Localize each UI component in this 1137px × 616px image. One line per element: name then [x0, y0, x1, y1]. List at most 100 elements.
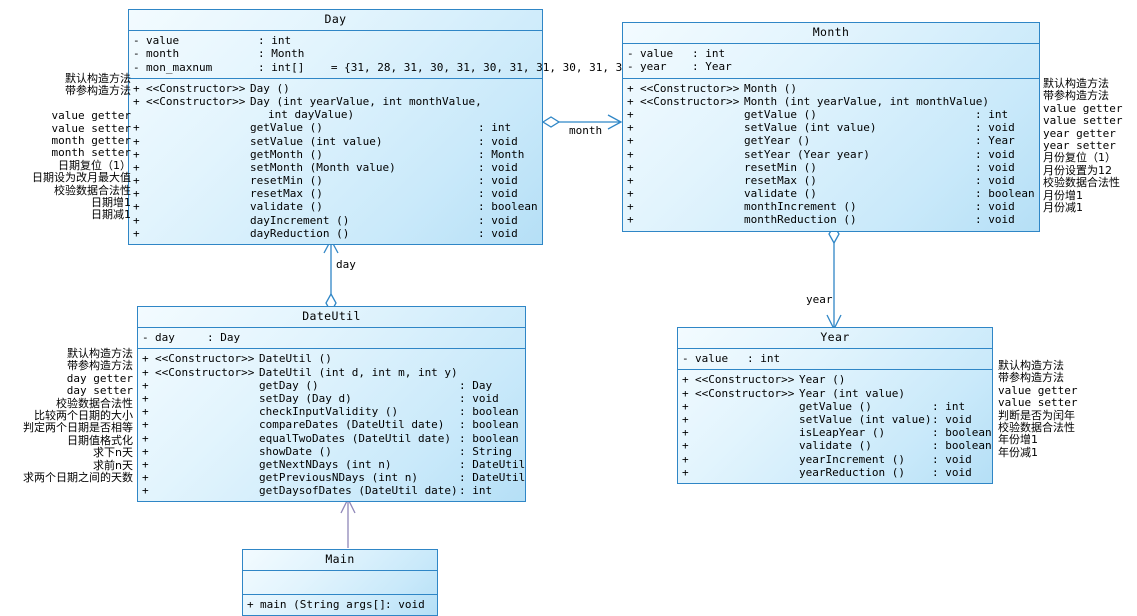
annotation-line: year getter — [1043, 126, 1116, 140]
visibility-marker: + — [133, 147, 140, 161]
class-member-row: +<<Constructor>>Month (int yearValue, in… — [623, 95, 1039, 108]
visibility-marker: + — [133, 226, 140, 240]
member-name: getMonth () — [250, 147, 323, 161]
visibility-marker: + — [133, 160, 140, 174]
class-member-row: +getDaysofDates (DateUtil date): int — [138, 484, 525, 497]
annotation-line: 日期设为改月最大值 — [32, 171, 131, 185]
annotation-line: 校验数据合法性 — [54, 183, 131, 197]
member-name: checkInputValidity () — [259, 405, 399, 419]
annotation-line: 默认构造方法 — [1043, 77, 1109, 90]
annotation-line: 比较两个日期的大小 — [34, 408, 133, 422]
member-name: validate () — [250, 200, 323, 214]
member-name: getYear () — [744, 134, 811, 148]
annotation-line: value getter — [51, 109, 131, 123]
member-name: year — [640, 60, 667, 74]
class-box-month[interactable]: Month -value: int-year: Year +<<Construc… — [622, 22, 1040, 232]
visibility-marker: - — [133, 34, 140, 48]
member-name: mon_maxnum — [146, 60, 213, 74]
member-name: getValue () — [744, 107, 817, 121]
class-box-dateutil[interactable]: DateUtil -day: Day +<<Constructor>>DateU… — [137, 306, 526, 503]
member-name: Day () — [250, 81, 290, 95]
visibility-marker: + — [142, 484, 149, 498]
member-name: setMonth (Month value) — [250, 160, 396, 174]
member-name: getNextNDays (int n) — [259, 457, 392, 471]
member-type: : void — [975, 160, 1015, 174]
member-type: : Year — [975, 134, 1015, 148]
class-box-day[interactable]: Day -value: int-month: Month-mon_maxnum:… — [128, 9, 662, 246]
class-member-row: +<<Constructor>>Year () — [678, 373, 992, 386]
member-type: : Month — [478, 147, 525, 161]
annotation-line: 求前n天 — [93, 458, 133, 472]
member-type: : DateUtil — [459, 471, 526, 485]
visibility-marker: + — [133, 213, 140, 227]
member-type: : int — [975, 107, 1009, 121]
class-operations-day: +<<Constructor>>Day ()+<<Constructor>>Da… — [129, 79, 542, 244]
annotation-line: year setter — [1043, 138, 1116, 152]
class-member-row: +getValue (): int — [129, 121, 542, 134]
member-name: yearIncrement () — [799, 452, 905, 466]
visibility-marker: + — [627, 94, 634, 108]
class-member-row: +dayIncrement (): void — [129, 214, 542, 227]
relation-label-year: year — [806, 293, 833, 306]
annotation-line: 月份增1 — [1043, 188, 1083, 202]
member-type: : void — [932, 412, 972, 426]
class-member-row: +getDay (): Day — [138, 379, 525, 392]
stereotype-label: <<Constructor>> — [695, 373, 795, 387]
visibility-marker: + — [142, 418, 149, 432]
class-member-row: +isLeapYear (): boolean — [678, 426, 992, 439]
class-member-row: +<<Constructor>>Day () — [129, 82, 542, 95]
annotation-line: day getter — [66, 371, 133, 385]
class-box-main[interactable]: Main +main (String args[]): void — [242, 549, 438, 616]
class-member-row: +setValue (int value): void — [623, 121, 1039, 134]
stereotype-label: <<Constructor>> — [640, 81, 740, 95]
stereotype-label: <<Constructor>> — [146, 94, 246, 108]
member-name: resetMin () — [744, 160, 817, 174]
member-type: : void — [478, 134, 518, 148]
relation-dateutil-day — [323, 238, 339, 314]
visibility-marker: + — [133, 174, 140, 188]
member-name: DateUtil (int d, int m, int y) — [259, 365, 458, 379]
visibility-marker: + — [133, 187, 140, 201]
class-member-row: +getYear (): Year — [623, 134, 1039, 147]
member-name: resetMin () — [250, 174, 323, 188]
member-type: : int — [692, 47, 726, 61]
member-name: setValue (int value) — [799, 412, 932, 426]
member-type: : void — [932, 465, 972, 479]
visibility-marker: - — [133, 47, 140, 61]
class-box-year[interactable]: Year -value: int +<<Constructor>>Year ()… — [677, 327, 993, 484]
member-type: : int — [459, 484, 493, 498]
annotation-line: 带参构造方法 — [65, 84, 131, 98]
visibility-marker: - — [142, 331, 149, 345]
visibility-marker: + — [133, 94, 140, 108]
member-name: dayReduction () — [250, 226, 350, 240]
class-member-row: +validate (): boolean — [129, 200, 542, 213]
member-name: compareDates (DateUtil date) — [259, 418, 445, 432]
relation-label-month: month — [569, 124, 603, 137]
member-name: Day (int yearValue, int monthValue, — [250, 94, 482, 108]
member-name: DateUtil () — [259, 352, 332, 366]
member-name: equalTwoDates (DateUtil date) — [259, 431, 452, 445]
class-member-row: +setValue (int value): void — [129, 135, 542, 148]
visibility-marker: + — [627, 200, 634, 214]
member-type: : Month — [258, 47, 305, 61]
member-name: showDate () — [259, 444, 332, 458]
member-type: : void — [478, 226, 518, 240]
member-type: : boolean — [459, 418, 519, 432]
member-type: : boolean — [459, 431, 519, 445]
member-type: : boolean — [932, 426, 992, 440]
member-name: Month (int yearValue, int monthValue) — [744, 94, 990, 108]
member-type: : void — [975, 200, 1015, 214]
member-name: Year () — [799, 373, 846, 387]
annotation-line: 校验数据合法性 — [56, 396, 133, 410]
member-name: validate () — [744, 187, 817, 201]
class-title-day: Day — [129, 10, 542, 32]
class-member-row: +equalTwoDates (DateUtil date): boolean — [138, 432, 525, 445]
relation-label-day: day — [336, 258, 356, 271]
visibility-marker: - — [133, 60, 140, 74]
member-name: main (String args[]) — [260, 598, 385, 612]
class-member-row: +<<Constructor>>DateUtil (int d, int m, … — [138, 366, 525, 379]
annotation-line: 年份增1 — [998, 433, 1038, 447]
annotation-line: 判定两个日期是否相等 — [23, 421, 133, 435]
